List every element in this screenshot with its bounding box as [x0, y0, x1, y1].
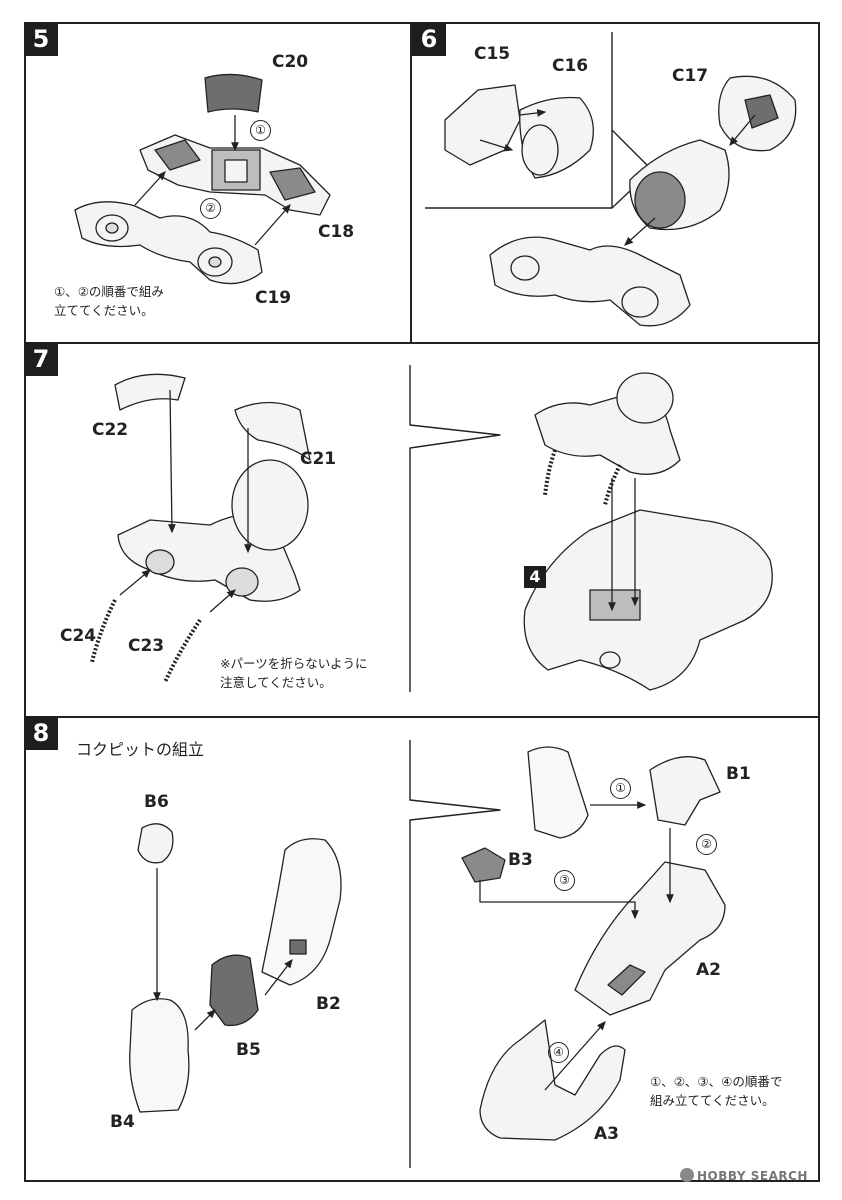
part-b-seat-figure: [527, 746, 589, 839]
part-label-c18: C18: [318, 222, 355, 242]
part-label-b4: B4: [110, 1112, 135, 1132]
part-label-b3: B3: [508, 850, 533, 870]
order-mark-8-1: ①: [610, 778, 631, 799]
hobby-search-watermark: HOBBY SEARCH: [680, 1168, 808, 1183]
part-label-c21: C21: [300, 449, 337, 469]
part-label-c24: C24: [60, 626, 97, 646]
cockpit-assembly-title: コクピットの組立: [76, 740, 205, 759]
order-mark-8-2: ②: [696, 834, 717, 855]
step-number-7: 7: [24, 342, 58, 376]
part-label-c20: C20: [272, 52, 309, 72]
step-reference-4: 4: [524, 566, 546, 588]
order-mark-8-4: ④: [548, 1042, 569, 1063]
part-a2: [574, 861, 726, 1016]
part-c21: [234, 401, 311, 461]
step-number-5: 5: [24, 22, 58, 56]
part-a3: [479, 1019, 626, 1141]
part-c23: [163, 618, 202, 683]
part-c19: [74, 201, 263, 285]
part-c22: [114, 373, 186, 411]
part-c15: [444, 84, 521, 166]
step5-note: ①、②の順番で組み 立ててください。: [54, 282, 164, 320]
part-b3: [461, 847, 506, 883]
part-b5: [209, 954, 259, 1027]
order-mark-1: ①: [250, 120, 271, 141]
part-c20: [204, 73, 263, 113]
part-c24: [90, 599, 117, 663]
part-label-c22: C22: [92, 420, 129, 440]
hobby-search-logo-icon: [680, 1168, 694, 1182]
step8-note-line-2: 組み立ててください。: [650, 1093, 775, 1108]
step8-note: ①、②、③、④の順番で 組み立ててください。: [650, 1072, 782, 1110]
step8-note-line-1: ①、②、③、④の順番で: [650, 1074, 783, 1089]
part-label-c15: C15: [474, 44, 511, 64]
part-label-a3: A3: [594, 1124, 619, 1144]
part-label-b2: B2: [316, 994, 341, 1014]
order-mark-2: ②: [200, 198, 221, 219]
part-label-a2: A2: [696, 960, 721, 980]
watermark-text: HOBBY SEARCH: [697, 1169, 808, 1183]
step-8-panel: [24, 716, 820, 1182]
step7-note-line-1: ※パーツを折らないように: [220, 656, 368, 671]
body-unit: [523, 509, 773, 691]
part-label-c16: C16: [552, 56, 589, 76]
part-label-b5: B5: [236, 1040, 261, 1060]
part-b2: [261, 838, 342, 986]
step7-note: ※パーツを折らないように 注意してください。: [220, 654, 367, 692]
part-label-b1: B1: [726, 764, 751, 784]
part-b4: [129, 998, 190, 1113]
part-b1: [649, 756, 721, 826]
part-label-c19: C19: [255, 288, 292, 308]
order-mark-8-3: ③: [554, 870, 575, 891]
part-label-c23: C23: [128, 636, 165, 656]
step-number-8: 8: [24, 716, 58, 750]
part-label-c17: C17: [672, 66, 709, 86]
step5-note-line-1: ①、②の順番で組み: [54, 284, 164, 299]
step5-note-line-2: 立ててください。: [54, 303, 154, 318]
step-number-6: 6: [412, 22, 446, 56]
step7-note-line-2: 注意してください。: [220, 675, 332, 690]
part-label-b6: B6: [144, 792, 169, 812]
part-b6: [137, 823, 174, 864]
